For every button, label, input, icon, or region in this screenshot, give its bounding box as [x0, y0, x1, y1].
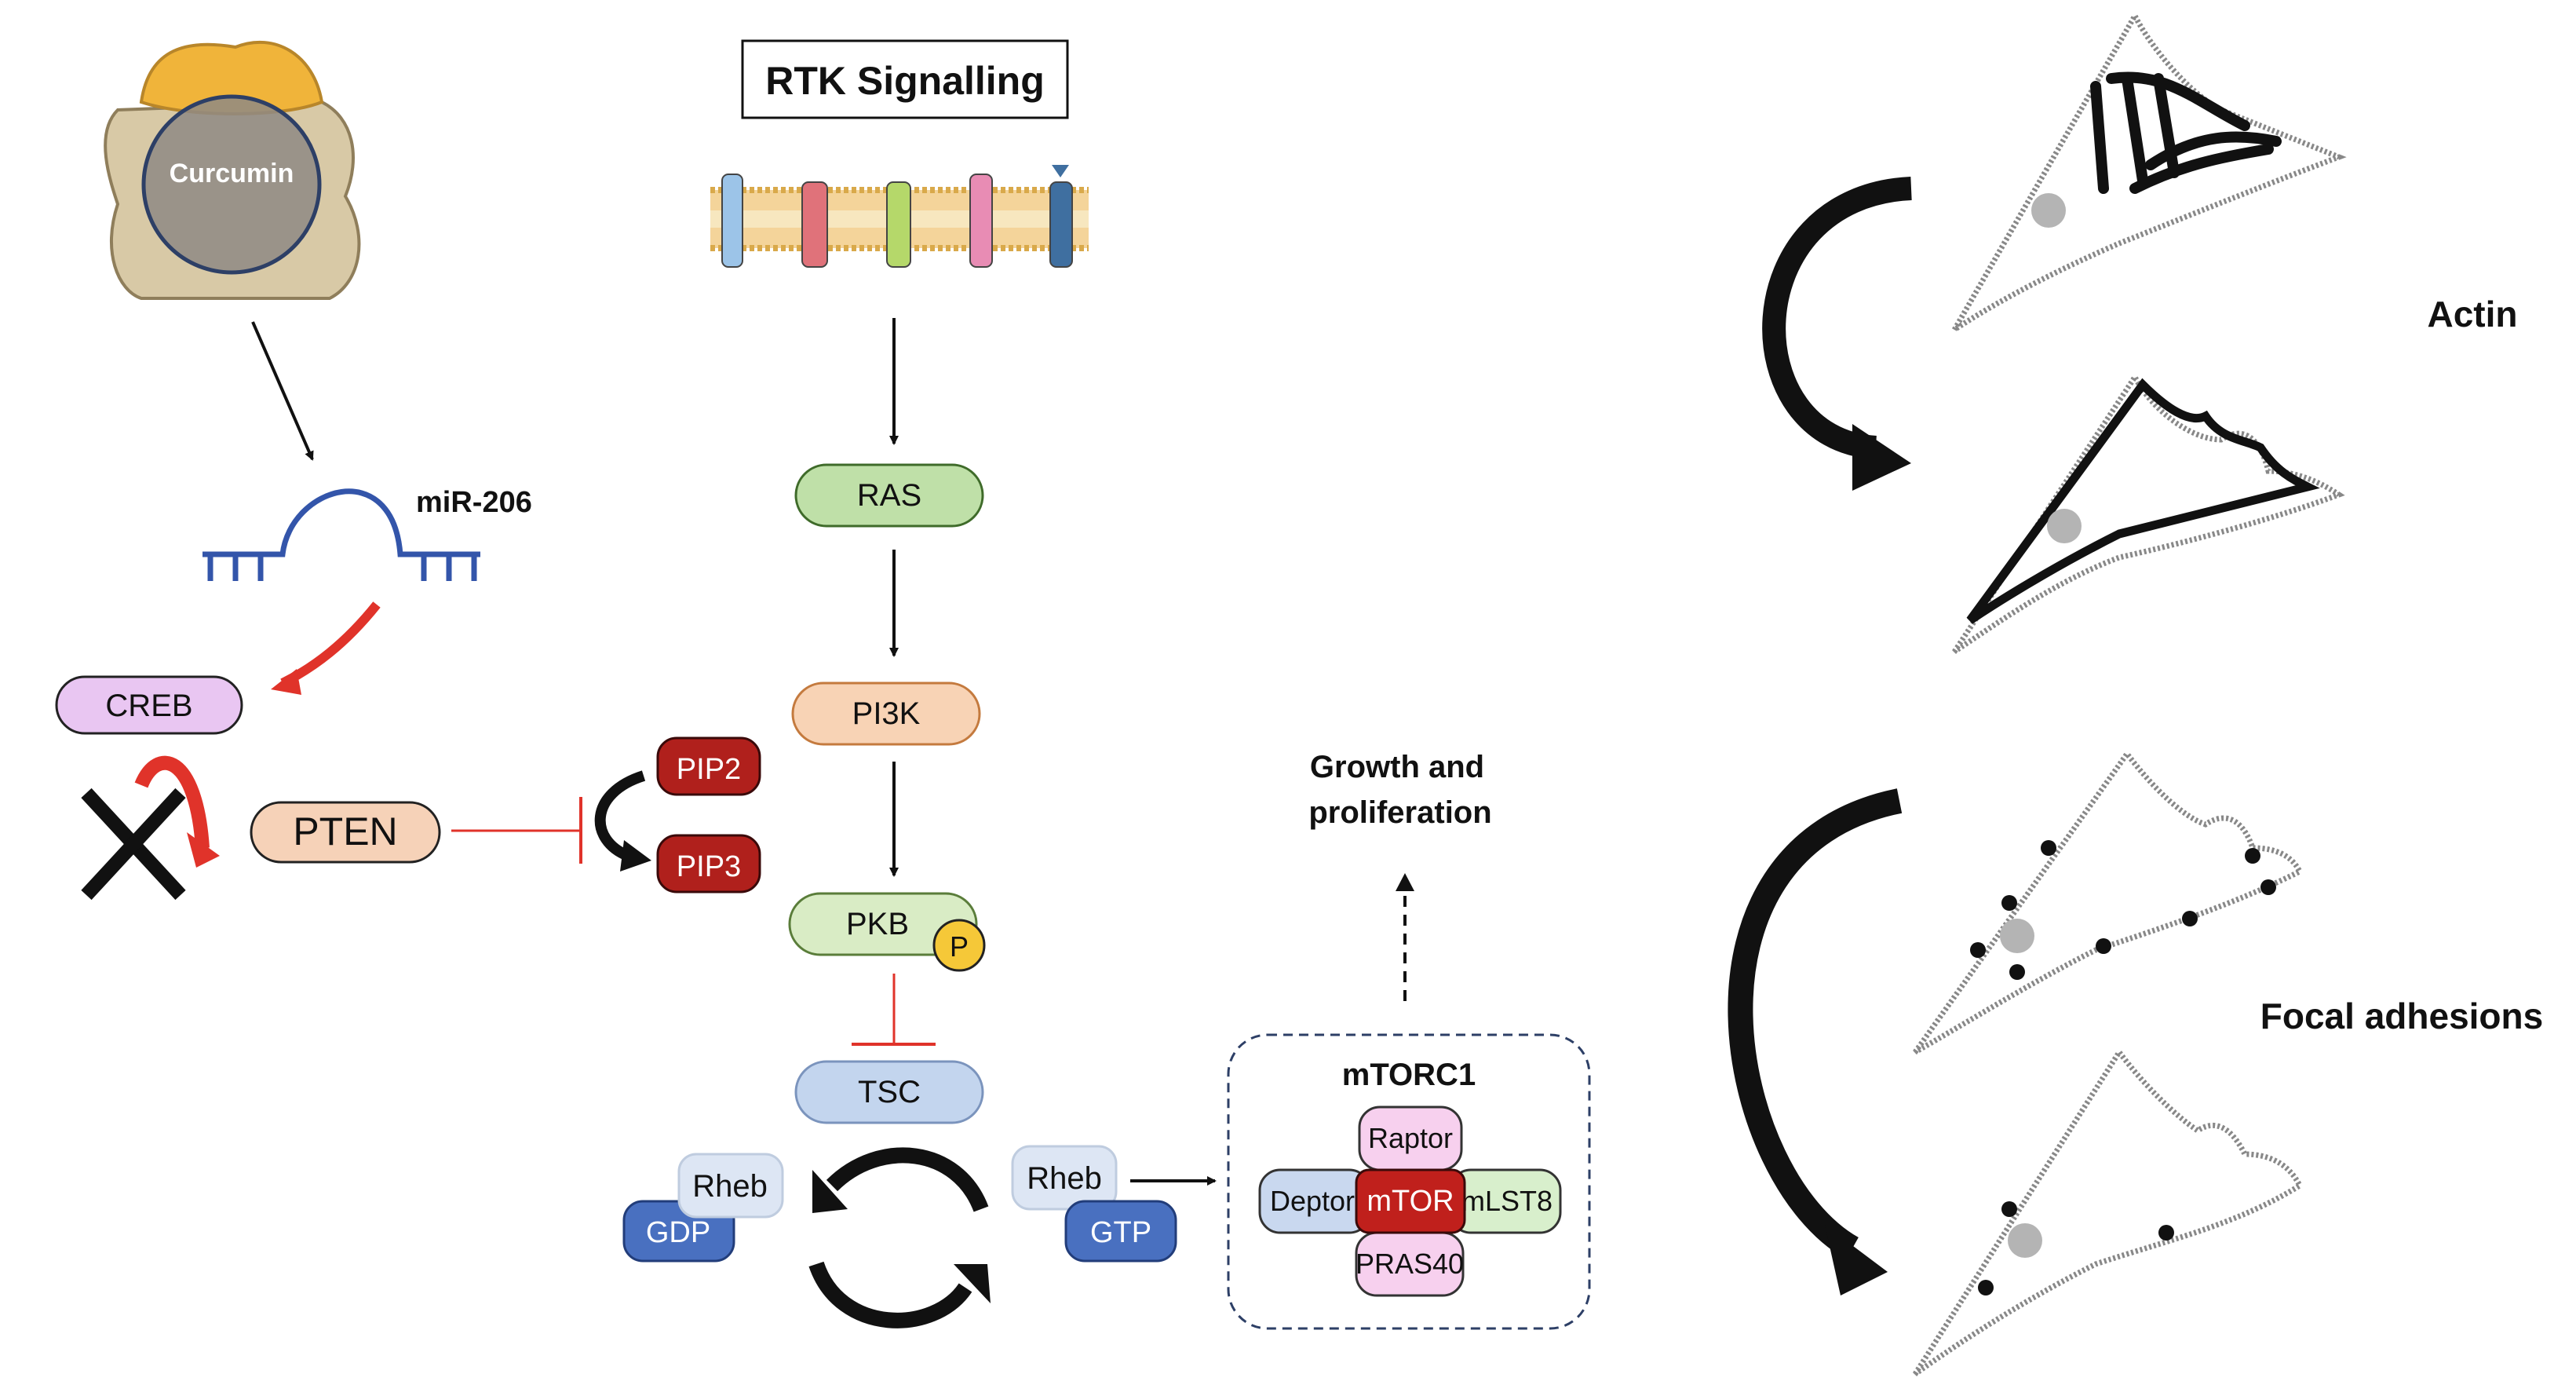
focal-adhesion-cell-before	[1913, 749, 2304, 1055]
blocked-cross-icon	[81, 788, 186, 901]
mirna-label: miR-206	[416, 486, 532, 519]
rtk-receptors	[721, 165, 1073, 268]
curcumin-label: Curcumin	[170, 159, 294, 188]
focal-label: Focal adhesions	[2260, 996, 2543, 1036]
gtp-node	[1064, 1200, 1177, 1263]
tsc-node	[794, 1060, 984, 1124]
mtorc1-complex-box	[1227, 1033, 1591, 1330]
mtor-label: mTOR	[1366, 1185, 1454, 1218]
actin-transition-arrow	[1762, 177, 1912, 459]
gtp-label: GTP	[1090, 1216, 1151, 1249]
pi3k-node	[791, 682, 981, 746]
growth-arrowhead	[1396, 873, 1414, 891]
curcumin-to-mirna-arrow	[251, 321, 314, 461]
curcumin-circle	[141, 94, 322, 275]
growth-label-line1: Growth and	[1310, 750, 1484, 784]
pten-label: PTEN	[293, 809, 397, 853]
creb-label: CREB	[105, 689, 192, 723]
phospho-badge	[932, 919, 986, 972]
rheb-gtp-node	[1011, 1145, 1118, 1211]
growth-label-line2: proliferation	[1308, 795, 1491, 830]
phospho-label: P	[950, 930, 969, 963]
hairpin-loop	[203, 488, 480, 557]
ras-label: RAS	[857, 478, 921, 513]
pip-arrowhead	[620, 840, 651, 872]
rheb-cycle-arrow-top	[826, 1147, 989, 1212]
title: RTK Signalling	[765, 59, 1045, 103]
creb-activation-red-arrow	[134, 755, 210, 849]
rheb-cycle-head-bottom	[954, 1264, 991, 1303]
rheb-cycle-arrow-bottom	[808, 1261, 972, 1328]
pip2-label: PIP2	[677, 753, 741, 786]
rheb-gdp-label: Rheb	[692, 1169, 768, 1204]
focal-arrowhead	[1825, 1225, 1888, 1295]
focal-adhesion-cell-after	[1913, 1047, 2304, 1376]
tsc-label: TSC	[858, 1075, 921, 1109]
pten-node	[250, 801, 441, 864]
red-arrowhead-creb	[271, 669, 301, 695]
actin-label: Actin	[2428, 294, 2518, 334]
raptor-label: Raptor	[1368, 1122, 1453, 1154]
pip2-to-pip3-curved-arrow	[594, 770, 646, 861]
actin-cell-before	[1951, 9, 2347, 332]
title-box	[741, 39, 1069, 119]
mtorc1-title: mTORC1	[1342, 1058, 1476, 1092]
pip3-node	[656, 834, 761, 893]
pkb-node	[788, 892, 978, 956]
deptor-label: Deptor	[1270, 1185, 1355, 1217]
pi3k-label: PI3K	[852, 696, 921, 731]
focal-transition-arrow	[1728, 788, 1903, 1259]
curcumin-sack: Curcumin	[104, 40, 361, 300]
gdp-label: GDP	[646, 1216, 710, 1249]
pip3-label: PIP3	[677, 850, 741, 883]
rheb-cycle-head-top	[812, 1170, 848, 1213]
pkb-label: PKB	[846, 907, 909, 941]
mtor-node	[1355, 1168, 1466, 1234]
actin-cell-after	[1952, 371, 2345, 654]
rheb-gdp-node	[677, 1153, 784, 1219]
pip2-node	[656, 736, 761, 796]
creb-node	[55, 675, 243, 735]
mlst8-label: mLST8	[1461, 1185, 1553, 1217]
rheb-gtp-label: Rheb	[1027, 1161, 1102, 1196]
mirna-hairpin	[203, 488, 480, 581]
actin-arrowhead	[1852, 424, 1911, 491]
ras-node	[794, 463, 984, 528]
pras40-label: PRAS40	[1356, 1248, 1464, 1280]
red-arrowhead-pten	[187, 832, 220, 868]
